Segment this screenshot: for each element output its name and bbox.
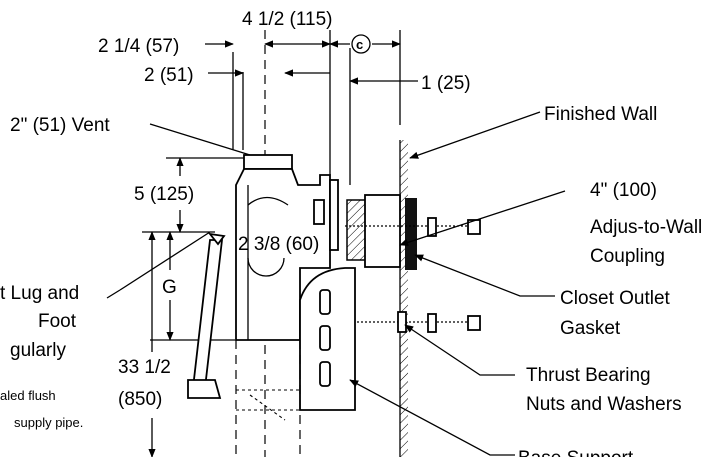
dim-4-1-2-label: 4 1/2 (115) [242, 9, 332, 30]
note-line-1: aled flush [0, 388, 56, 403]
dim-2-3-8-label: 2 3/8 (60) [238, 234, 319, 255]
dim-c-label: c [356, 37, 363, 52]
diagram-labels: 4 1/2 (115) 2 1/4 (57) c 2 (51) 1 (25) 2… [0, 9, 702, 457]
vent-label: 2" (51) Vent [10, 115, 110, 136]
gasket-label-2: Gasket [560, 318, 621, 339]
coupling-label-3: Coupling [590, 246, 665, 267]
carrier-fitting [187, 154, 481, 457]
dim-33-label-2: (850) [118, 389, 162, 410]
dim-2-1-4-label: 2 1/4 (57) [98, 36, 179, 57]
lug-label-2: Foot [38, 311, 77, 332]
finished-wall-label: Finished Wall [544, 104, 657, 125]
note-line-2: supply pipe. [14, 415, 83, 430]
leaders [106, 111, 566, 456]
coupling-label-2: Adjus-to-Wall [590, 217, 702, 238]
dim-1-label: 1 (25) [421, 73, 471, 94]
lug-label-3: gularly [10, 340, 66, 361]
c-symbol [351, 34, 371, 54]
base-support-label: Base Support [518, 448, 634, 457]
dim-g-label: G [162, 277, 177, 298]
thrust-label-1: Thrust Bearing [526, 365, 651, 386]
finished-wall [399, 140, 408, 457]
dim-2-label: 2 (51) [144, 65, 194, 86]
coupling-label-1: 4" (100) [590, 180, 657, 201]
lug-label-1: t Lug and [0, 283, 79, 304]
gasket-label-1: Closet Outlet [560, 288, 671, 309]
dim-33-label-1: 33 1/2 [118, 357, 171, 378]
thrust-label-2: Nuts and Washers [526, 394, 682, 415]
dim-5-label: 5 (125) [134, 184, 194, 205]
